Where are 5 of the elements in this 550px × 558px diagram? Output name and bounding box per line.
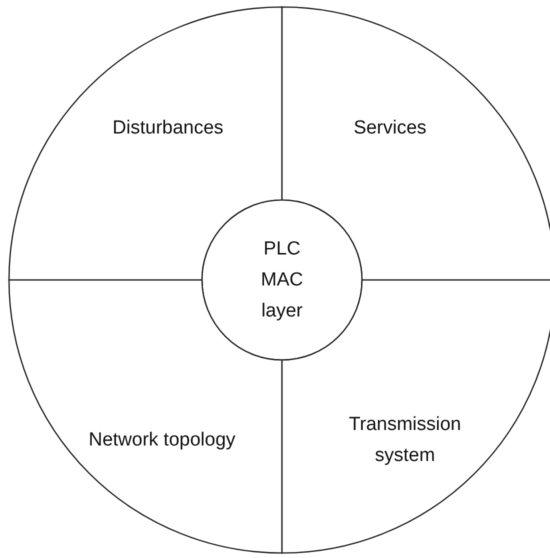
segment-label: Services [352,116,428,140]
segment-label: Network topology [88,428,236,452]
segment-label: Transmission system [348,413,462,468]
segment-label: Disturbances [112,116,224,140]
center-label: PLC MAC layer [260,238,304,324]
